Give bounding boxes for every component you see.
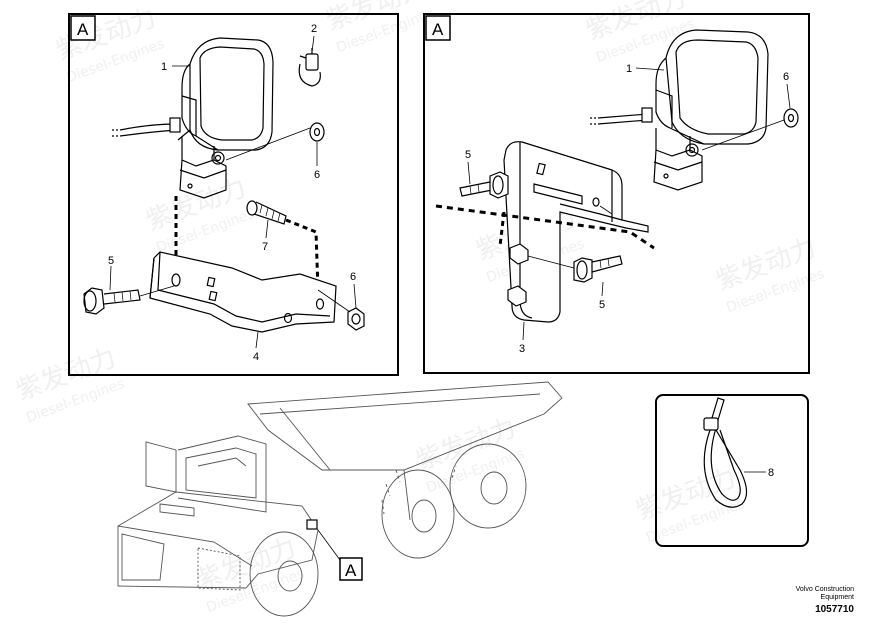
callout-7: 7	[262, 241, 268, 253]
callout-6: 6	[314, 169, 320, 181]
panel-right-labels: A 1 6 5 5 3	[432, 20, 789, 355]
callout-1: 1	[161, 61, 167, 73]
panel-left-tag-box	[70, 15, 96, 41]
work-lamp	[655, 29, 769, 145]
bolt-5-top	[459, 171, 509, 199]
machine-tag: A	[339, 557, 363, 581]
cable-tie	[703, 397, 748, 508]
callout-2: 2	[311, 23, 317, 35]
bulb	[298, 48, 321, 87]
panel-right-tag-box	[425, 15, 451, 41]
panel-tie	[655, 394, 809, 547]
callout-1: 1	[626, 63, 632, 75]
washer-top	[309, 122, 325, 142]
callout-3: 3	[519, 343, 525, 355]
doc-number: 1057710	[815, 604, 854, 615]
footer: Volvo Construction Equipment 1057710	[796, 586, 854, 615]
panel-tie-frame	[655, 394, 809, 547]
callout-6: 6	[350, 271, 356, 283]
callout-5: 5	[599, 299, 605, 311]
brand-line-1: Volvo Construction	[795, 586, 854, 593]
callout-6: 6	[783, 71, 789, 83]
callout-5: 5	[108, 255, 114, 267]
lamp-mount	[653, 128, 703, 191]
panel-right-frame	[423, 13, 810, 374]
panel-left-frame	[68, 13, 399, 376]
bracket-3	[503, 141, 649, 323]
callout-8: 8	[768, 467, 774, 479]
washer	[783, 108, 799, 128]
work-lamp	[177, 37, 274, 151]
nut-bottom	[347, 307, 365, 331]
panel-right-tag: A	[432, 20, 444, 39]
alignment-line	[435, 204, 655, 250]
screw-7	[246, 200, 287, 225]
svg-text:A: A	[345, 561, 357, 580]
lamp-cable	[119, 123, 177, 131]
bolt-5-bottom	[573, 255, 623, 283]
lamp-cable	[597, 113, 649, 119]
panel-left	[68, 13, 399, 376]
panel-left-labels: A 1 2 6 7 5 6 4	[77, 20, 356, 363]
callout-5: 5	[465, 149, 471, 161]
lamp-mount	[179, 136, 227, 199]
panel-left-tag: A	[77, 20, 89, 39]
panel-right	[423, 13, 810, 374]
lamp-location-marker	[306, 519, 318, 530]
articulated-hauler	[117, 381, 563, 617]
callout-4: 4	[253, 351, 259, 363]
bolt-5	[83, 287, 141, 315]
brand-line-2: Equipment	[820, 594, 854, 601]
bracket-4	[149, 251, 337, 333]
